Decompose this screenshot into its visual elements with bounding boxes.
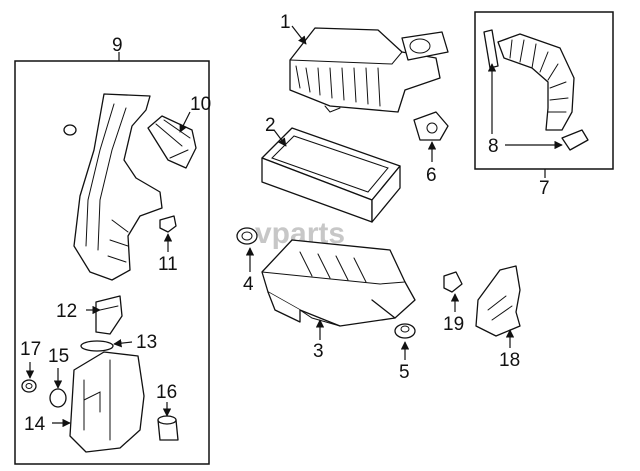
callout-15: 15: [48, 346, 69, 367]
part-13-seal[interactable]: [80, 340, 114, 352]
part-18-bracket[interactable]: [475, 265, 521, 337]
group-box-7: [474, 11, 614, 170]
callout-7: 7: [539, 178, 550, 199]
callout-8: 8: [488, 136, 499, 157]
callout-17: 17: [20, 339, 41, 360]
callout-16: 16: [156, 382, 177, 403]
callout-10: 10: [190, 94, 211, 115]
part-5-insulator[interactable]: [394, 323, 416, 339]
part-7-outlet-duct[interactable]: [497, 33, 575, 131]
leader-13: [113, 338, 133, 348]
callout-1: 1: [280, 12, 291, 33]
leader-10: [179, 111, 191, 133]
callout-2: 2: [265, 115, 276, 136]
callout-12: 12: [56, 301, 77, 322]
part-11-clip[interactable]: [159, 215, 177, 233]
part-4-grommet[interactable]: [236, 227, 258, 245]
part-3-air-cleaner-housing[interactable]: [261, 239, 416, 327]
callout-14: 14: [24, 414, 46, 435]
part-2-air-filter[interactable]: [261, 127, 401, 223]
callout-4: 4: [243, 274, 254, 295]
callout-19: 19: [443, 314, 464, 335]
callout-6: 6: [426, 165, 437, 186]
part-9-intake-duct[interactable]: [73, 93, 163, 281]
callout-3: 3: [313, 341, 324, 362]
part-12-elbow[interactable]: [95, 295, 123, 335]
part-19-grommet[interactable]: [443, 271, 463, 293]
part-9-bracket[interactable]: [63, 124, 77, 136]
part-14-resonator-box[interactable]: [69, 351, 145, 453]
callout-9: 9: [112, 35, 123, 56]
leader-1: [291, 25, 307, 45]
part-17-grommet[interactable]: [21, 379, 37, 393]
part-8-clamp[interactable]: [483, 29, 589, 151]
callout-13: 13: [136, 332, 157, 353]
part-1-air-cleaner-cover[interactable]: [289, 27, 449, 113]
callout-11: 11: [158, 254, 178, 275]
part-6-airflow-sensor[interactable]: [413, 111, 449, 141]
leader-2: [273, 129, 287, 147]
group-box-9: [14, 60, 210, 465]
part-16-plug[interactable]: [157, 415, 179, 441]
part-15-plug[interactable]: [49, 388, 67, 408]
part-10-resonator[interactable]: [147, 115, 197, 169]
callout-5: 5: [399, 362, 410, 383]
callout-18: 18: [499, 350, 520, 371]
